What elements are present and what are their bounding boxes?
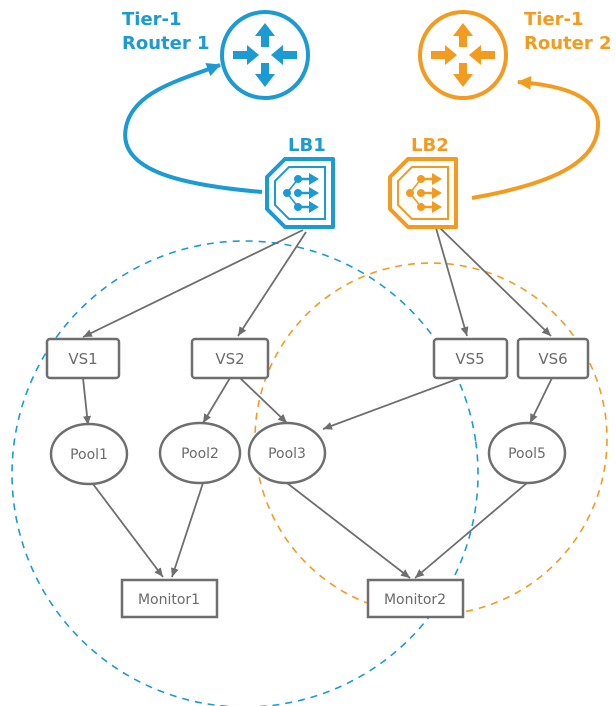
- lb2-label: LB2: [411, 135, 449, 156]
- vs2-to-pool2-connector: [202, 377, 231, 424]
- lb2-to-vs6-connector: [439, 227, 552, 337]
- lb1-label: LB1: [288, 135, 326, 156]
- pool-pool2: Pool2: [158, 421, 242, 485]
- monitor2-label: Monitor2: [384, 592, 446, 608]
- load-balancer-icon: [388, 157, 458, 229]
- vs5-to-pool3-connector: [322, 377, 461, 430]
- monitor-monitor2: Monitor2: [366, 578, 465, 619]
- router1-title-line2: Router 1: [122, 33, 210, 54]
- tier1-router-1: Tier-1 Router 1: [122, 9, 310, 100]
- router-icon: [220, 10, 310, 100]
- pool1-label: Pool1: [70, 447, 108, 463]
- virtual-server-vs1: VS1: [45, 337, 121, 380]
- pool3-label: Pool3: [268, 446, 306, 462]
- vs2-label: VS2: [215, 350, 244, 368]
- pool5-label: Pool5: [508, 446, 546, 462]
- monitor1-label: Monitor1: [138, 592, 200, 608]
- lb1-to-vs1-connector: [82, 229, 304, 338]
- router2-title-line2: Router 2: [524, 33, 612, 54]
- connectors: [82, 227, 553, 579]
- load-balancer-lb1: LB1: [265, 135, 335, 229]
- vs5-label: VS5: [455, 350, 484, 368]
- router2-title-line1: Tier-1: [524, 9, 584, 30]
- pool-pool1: Pool1: [49, 422, 129, 486]
- pool-pool3: Pool3: [247, 421, 327, 485]
- monitor-monitor1: Monitor1: [120, 578, 219, 619]
- lb2-to-vs5-connector: [435, 227, 469, 337]
- pool5-to-monitor2-connector: [414, 482, 528, 579]
- lb1-scope-ellipse: [11, 240, 479, 706]
- pool2-label: Pool2: [181, 446, 219, 462]
- pool3-to-monitor2-connector: [286, 482, 411, 579]
- pool1-to-monitor1-connector: [92, 483, 164, 578]
- lb2-to-router2-link: [471, 75, 601, 200]
- load-balancer-lb2: LB2: [388, 135, 458, 229]
- lb1-to-vs2-connector: [237, 231, 307, 337]
- vs6-label: VS6: [538, 350, 567, 368]
- vs1-label: VS1: [68, 350, 97, 368]
- virtual-server-vs5: VS5: [432, 337, 509, 380]
- virtual-server-vs6: VS6: [516, 337, 590, 380]
- tier1-router-2: Tier-1 Router 2: [418, 9, 612, 100]
- virtual-server-vs2: VS2: [190, 337, 270, 380]
- vs2-to-pool3-connector: [239, 377, 288, 424]
- router-icon: [418, 10, 508, 100]
- pool-pool5: Pool5: [487, 421, 567, 485]
- pool2-to-monitor1-connector: [171, 482, 204, 578]
- vs1-to-pool1-connector: [82, 377, 92, 426]
- router1-title-line1: Tier-1: [122, 9, 182, 30]
- load-balancer-icon: [265, 157, 335, 229]
- vs6-to-pool5-connector: [529, 377, 553, 424]
- lb1-to-router1-link: [123, 63, 263, 194]
